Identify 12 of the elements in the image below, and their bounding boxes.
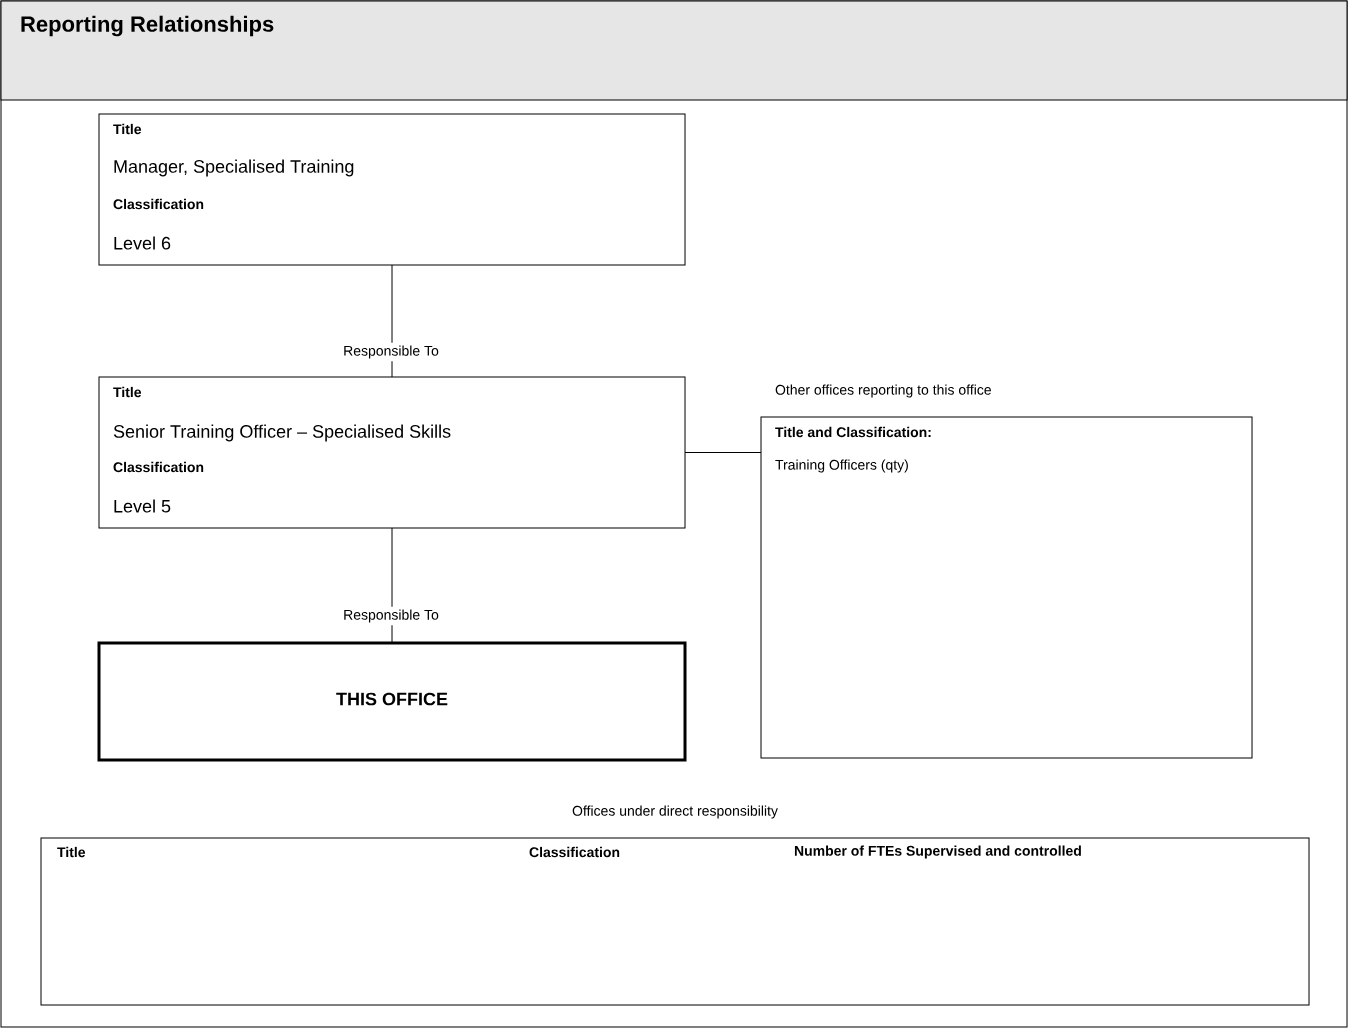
box: Title Manager, Specialised Training Classification Level 6: [98, 113, 686, 266]
box: THIS OFFICE: [97, 641, 687, 762]
edge-label: Responsible To: [340, 606, 442, 626]
connector: [391, 264, 393, 378]
node-label: Offices under direct responsibility: [572, 805, 778, 819]
box: Title and Classification: Training Officers (qty): [760, 416, 1253, 759]
box: Title Senior Training Officer – Specialised Skills Classification Level 5: [98, 376, 686, 529]
edge-label: Responsible To: [340, 342, 442, 362]
connector: [684, 452, 762, 453]
box: Title Classification Number of FTEs Supervised and controlled: [40, 837, 1310, 1006]
heading: Reporting Relationships: [21, 15, 274, 37]
node-label: Other offices reporting to this office: [775, 384, 991, 398]
